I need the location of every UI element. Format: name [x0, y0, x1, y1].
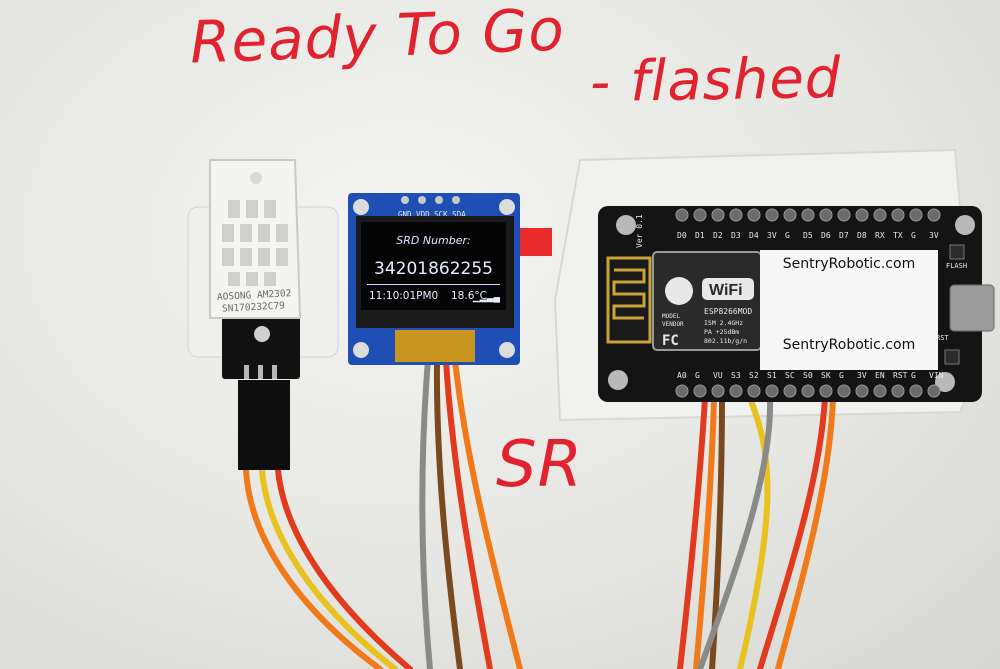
- vendor-line-2: VENDOR: [662, 321, 684, 328]
- oled-label: SRD Number:: [396, 234, 471, 247]
- sentryrobotic-sticker: SentryRobotic.com SentryRobotic.com: [760, 250, 938, 370]
- header-pin: [855, 208, 869, 222]
- pin-label: S2: [749, 371, 759, 380]
- pin-label: 3V: [857, 371, 867, 380]
- pin-label: VIN: [929, 371, 944, 380]
- header-pin: [783, 384, 797, 398]
- header-pin: [711, 208, 725, 222]
- pin-label: D1: [695, 231, 705, 240]
- header-pin: [927, 208, 941, 222]
- pin-label: D8: [857, 231, 867, 240]
- header-pin: [891, 384, 905, 398]
- pin-label: S0: [803, 371, 813, 380]
- header-pin: [729, 208, 743, 222]
- vendor-line-1: MODEL: [662, 313, 680, 320]
- pin-label: G: [695, 371, 700, 380]
- header-pin: [819, 208, 833, 222]
- header-pin: [801, 384, 815, 398]
- pin-label: D0: [677, 231, 687, 240]
- pin-label: D4: [749, 231, 759, 240]
- oled-screen: SRD Number: 34201862255 11:10:01PM0 18.6…: [361, 222, 506, 310]
- pin-label: D7: [839, 231, 849, 240]
- header-pin: [693, 384, 707, 398]
- rst-label: RST: [936, 334, 949, 342]
- module-name: ESP8266MOD: [704, 307, 752, 316]
- pin-label: G: [911, 371, 916, 380]
- oled-temperature: 18.6°C: [451, 290, 487, 302]
- header-pin: [819, 384, 833, 398]
- header-pin: [927, 384, 941, 398]
- pin-label: SC: [785, 371, 795, 380]
- flash-label: FLASH: [946, 262, 967, 270]
- header-pin: [765, 384, 779, 398]
- header-pin: [909, 208, 923, 222]
- pin-label: D3: [731, 231, 741, 240]
- pin-label: S1: [767, 371, 777, 380]
- header-pin: [837, 208, 851, 222]
- pin-label: RX: [875, 231, 885, 240]
- header-pin: [783, 208, 797, 222]
- board-version: Ver 0.1: [635, 214, 644, 248]
- header-pin: [909, 384, 923, 398]
- header-pin: [891, 208, 905, 222]
- header-pin: [855, 384, 869, 398]
- handwritten-flashed-note: - flashed: [589, 45, 842, 116]
- header-pin: [711, 384, 725, 398]
- header-pin: [747, 208, 761, 222]
- board-wires: [677, 395, 836, 669]
- header-pin: [675, 208, 689, 222]
- pin-label: TX: [893, 231, 903, 240]
- pin-label: D5: [803, 231, 813, 240]
- sticker-text-bottom: SentryRobotic.com: [782, 337, 916, 353]
- fcc-logo: FC: [662, 333, 679, 349]
- header-pin: [747, 384, 761, 398]
- oled-wires: [419, 357, 523, 669]
- svg-text:GND VDD SCK SDA: GND VDD SCK SDA: [398, 210, 466, 219]
- pin-label: D6: [821, 231, 831, 240]
- pin-label: D2: [713, 231, 723, 240]
- module-spec-2: PA +25dBm: [704, 328, 739, 336]
- oled-time: 11:10:01PM0: [369, 290, 439, 302]
- header-pin: [765, 208, 779, 222]
- header-pin: [873, 208, 887, 222]
- pin-label: RST: [893, 371, 908, 380]
- header-pin: [801, 208, 815, 222]
- oled-divider: [367, 284, 500, 285]
- wifi-logo: WiFi: [709, 282, 743, 299]
- pin-label: A0: [677, 371, 687, 380]
- dht-sensor: [209, 159, 302, 470]
- pin-label: SK: [821, 371, 831, 380]
- sticker-text-top: SentryRobotic.com: [782, 256, 916, 272]
- pin-label: 3V: [767, 231, 777, 240]
- pin-label: G: [785, 231, 790, 240]
- pin-label: EN: [875, 371, 885, 380]
- pin-label: S3: [731, 371, 741, 380]
- module-spec-1: ISM 2.4GHz: [704, 319, 743, 327]
- pin-label: VU: [713, 371, 723, 380]
- header-pin: [873, 384, 887, 398]
- header-pin: [729, 384, 743, 398]
- module-spec-3: 802.11b/g/n: [704, 337, 747, 345]
- pin-label: G: [911, 231, 916, 240]
- oled-number: 34201862255: [374, 259, 493, 279]
- pin-label: 3V: [929, 231, 939, 240]
- signal-icon: ▁▂▃▄: [472, 292, 500, 302]
- handwritten-ready-note: Ready To Go: [188, 0, 566, 77]
- header-pin: [693, 208, 707, 222]
- header-pin: [675, 384, 689, 398]
- pin-label: G: [839, 371, 844, 380]
- header-pin: [837, 384, 851, 398]
- handwritten-sr-note: SR: [496, 428, 584, 502]
- sensor-wires: [243, 467, 413, 669]
